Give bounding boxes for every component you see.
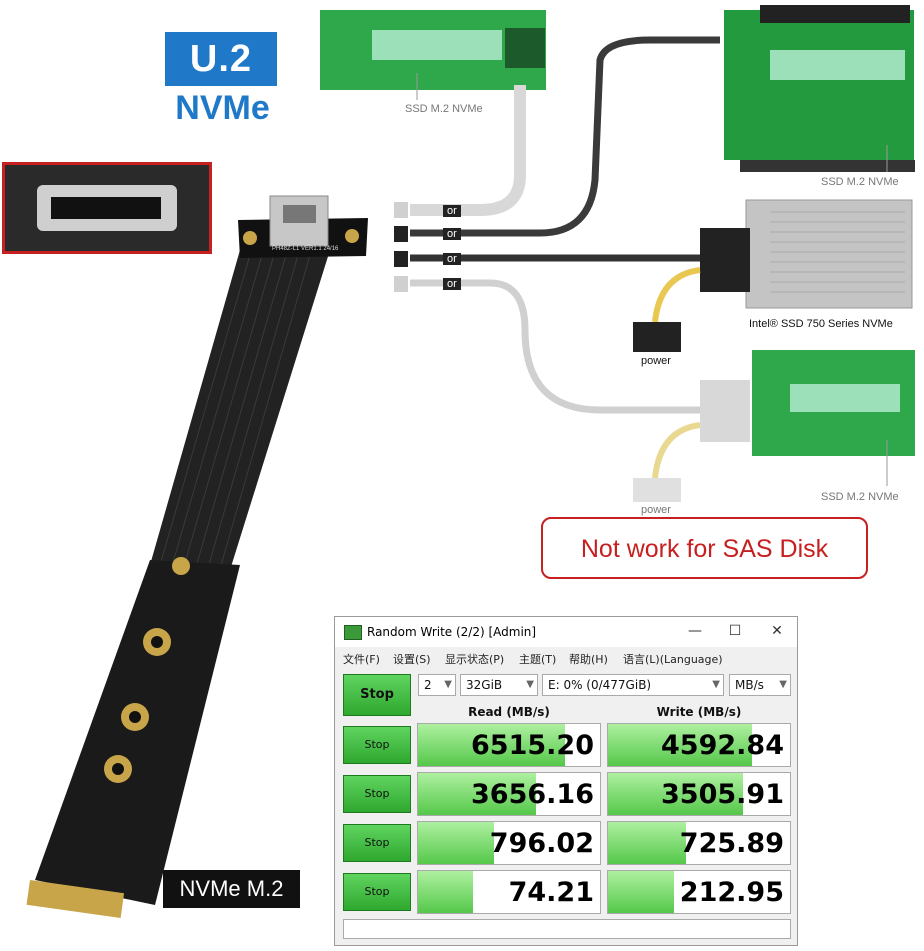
read-value: 74.21 [508, 877, 594, 908]
read-result-cell: 3656.16 [417, 772, 601, 816]
sff-connector [700, 228, 750, 292]
pcb-silkscreen: PH48Z-L1 VER1.1 24/16 [272, 246, 339, 252]
row-stop-button[interactable]: Stop [343, 726, 411, 764]
app-icon [344, 625, 362, 640]
title-bar[interactable]: Random Write (2/2) [Admin] — ☐ ✕ [335, 617, 797, 647]
write-result-cell: 4592.84 [607, 723, 791, 767]
read-header: Read (MB/s) [468, 705, 550, 719]
menu-language[interactable]: 语言(L)(Language) [623, 653, 723, 666]
read-result-cell: 74.21 [417, 870, 601, 914]
read-progress-fill [418, 773, 537, 815]
stop-all-button[interactable]: Stop [343, 674, 411, 716]
row-stop-button[interactable]: Stop [343, 873, 411, 911]
chevron-down-icon: ▼ [712, 679, 720, 690]
write-result-cell: 3505.91 [607, 772, 791, 816]
ribbon-stripes [159, 254, 311, 570]
unit-select[interactable]: MB/s ▼ [729, 674, 791, 696]
size-value: 32GiB [466, 678, 503, 692]
write-value: 212.95 [679, 877, 784, 908]
write-result-cell: 212.95 [607, 870, 791, 914]
row-stop-button[interactable]: Stop [343, 824, 411, 862]
menu-status[interactable]: 显示状态(P) [445, 653, 505, 666]
count-select[interactable]: 2▼ [418, 674, 456, 696]
read-value: 6515.20 [471, 730, 594, 761]
cable-grey-1 [410, 85, 526, 216]
label-power-2: power [641, 504, 671, 516]
or-label: or [443, 228, 461, 240]
maximize-button[interactable]: ☐ [728, 623, 742, 639]
read-value: 796.02 [489, 828, 594, 859]
window-title: Random Write (2/2) [Admin] [367, 625, 537, 639]
power-connector [633, 322, 681, 352]
or-label: or [443, 253, 461, 265]
intel-ssd [745, 199, 913, 309]
menu-help[interactable]: 帮助(H) [569, 653, 608, 666]
nvme-logo-text: NVMe [175, 89, 270, 127]
ribbon-cable [150, 250, 330, 570]
write-progress-fill [608, 724, 752, 766]
nvme-m2-label: NVMe M.2 [163, 870, 300, 908]
write-header: Write (MB/s) [656, 705, 742, 719]
label-power-1: power [641, 355, 671, 367]
label-ssd-m2-top: SSD M.2 NVMe [405, 103, 483, 115]
read-result-cell: 796.02 [417, 821, 601, 865]
screw-hole [172, 557, 190, 575]
benchmark-window: Random Write (2/2) [Admin] — ☐ ✕ 文件(F) 设… [334, 616, 798, 946]
drive-select[interactable]: E: 0% (0/477GiB) ▼ [542, 674, 724, 696]
cable-grey-2 [410, 279, 700, 414]
read-progress-fill [418, 724, 566, 766]
chevron-down-icon: ▼ [444, 679, 452, 690]
write-progress-fill [608, 773, 743, 815]
menu-settings[interactable]: 设置(S) [393, 653, 431, 666]
menu-bar: 文件(F) 设置(S) 显示状态(P) 主题(T) 帮助(H) 语言(L)(La… [335, 647, 797, 669]
u2-logo-badge: U.2 [165, 32, 277, 86]
close-button[interactable]: ✕ [771, 623, 783, 639]
label-ssd-m2-bottom: SSD M.2 NVMe [821, 491, 899, 503]
count-value: 2 [424, 678, 432, 692]
chevron-down-icon: ▼ [779, 679, 787, 690]
read-value: 3656.16 [471, 779, 594, 810]
cable-black-1 [410, 36, 720, 237]
m2-card [35, 560, 240, 905]
m2-gold-fingers [26, 880, 125, 918]
label-ssd-m2-right: SSD M.2 NVMe [821, 176, 899, 188]
port-slot [51, 197, 161, 219]
menu-file[interactable]: 文件(F) [343, 653, 380, 666]
write-result-cell: 725.89 [607, 821, 791, 865]
write-progress-fill [608, 871, 674, 913]
label-intel-ssd: Intel® SSD 750 Series NVMe [749, 318, 893, 330]
write-progress-fill [608, 822, 687, 864]
size-select[interactable]: 32GiB ▼ [460, 674, 538, 696]
minimize-button[interactable]: — [688, 623, 702, 639]
write-value: 4592.84 [661, 730, 784, 761]
status-bar [343, 919, 791, 939]
or-label: or [443, 205, 461, 217]
write-value: 3505.91 [661, 779, 784, 810]
m2-adapter-board-right [724, 10, 914, 160]
power-connector-grey [633, 478, 681, 502]
sff-connector-grey [700, 380, 750, 442]
drive-value: E: 0% (0/477GiB) [548, 678, 652, 692]
row-stop-button[interactable]: Stop [343, 775, 411, 813]
read-progress-fill [418, 822, 495, 864]
or-label: or [443, 278, 461, 290]
unit-value: MB/s [735, 678, 764, 692]
port-closeup-photo [2, 162, 212, 254]
read-progress-fill [418, 871, 473, 913]
warning-box: Not work for SAS Disk [541, 517, 868, 579]
chevron-down-icon: ▼ [526, 679, 534, 690]
read-result-cell: 6515.20 [417, 723, 601, 767]
write-value: 725.89 [679, 828, 784, 859]
menu-theme[interactable]: 主题(T) [519, 653, 557, 666]
